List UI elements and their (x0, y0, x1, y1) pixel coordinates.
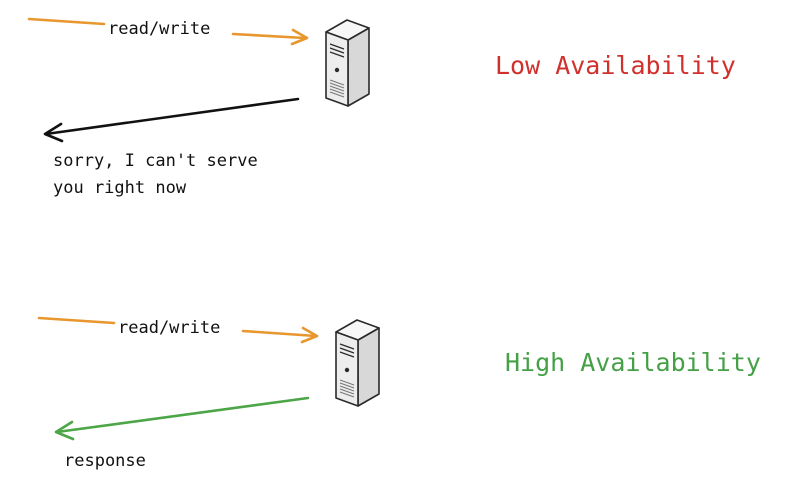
high-request-arrowhead (300, 326, 319, 344)
low-reply-line1: sorry, I can't serve (53, 151, 258, 171)
high-reply-label: response (64, 451, 146, 471)
high-availability-section: read/write response High Availability (37, 316, 761, 471)
low-availability-title: Low Availability (495, 51, 736, 80)
low-reply-line2: you right now (53, 178, 187, 198)
low-reply-arrow (44, 97, 300, 136)
high-request-label: read/write (118, 318, 220, 338)
low-request-arrow (27, 17, 307, 40)
low-reply-arrowhead (43, 122, 64, 143)
high-reply-arrowhead (54, 420, 75, 441)
server-tower-icon (325, 19, 370, 107)
high-availability-title: High Availability (505, 348, 761, 377)
low-availability-section: read/write sorry, I can't serve you righ… (27, 17, 736, 198)
server-tower-icon (335, 319, 380, 407)
high-request-arrow (37, 316, 318, 338)
high-reply-arrow (55, 396, 310, 434)
low-request-label: read/write (108, 19, 210, 39)
low-request-arrowhead (290, 28, 309, 46)
